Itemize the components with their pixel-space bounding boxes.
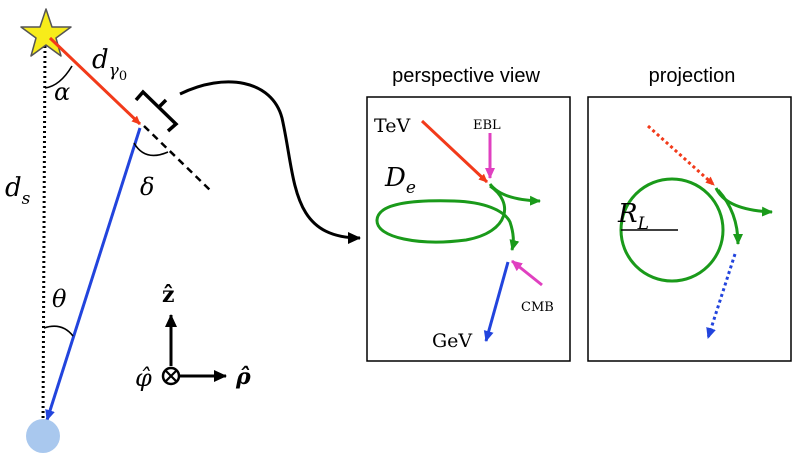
tev-ray-arrow <box>48 36 142 126</box>
label-alpha: α <box>54 78 70 106</box>
perspective-gev-ray <box>483 261 510 342</box>
label-gev: GeV <box>432 330 472 352</box>
label-cmb: CMB <box>521 300 554 315</box>
label-ebl: EBL <box>473 118 501 133</box>
distance-bracket <box>134 89 179 133</box>
projection-tev-ray-dotted <box>647 124 715 187</box>
observer-circle <box>26 419 60 453</box>
theta-angle-arc <box>43 325 74 337</box>
delta-angle-arc <box>133 142 169 157</box>
label-phi-hat: φ̂ <box>135 364 152 392</box>
label-d-s: ds <box>5 173 31 209</box>
label-r-l: RL <box>617 199 649 234</box>
label-theta: θ <box>52 285 67 313</box>
perspective-title: perspective view <box>392 65 540 87</box>
projection-gev-ray-dotted <box>706 253 737 339</box>
dashed-extension <box>143 125 213 193</box>
perspective-panel <box>366 96 571 362</box>
perspective-cascade-loop <box>375 184 520 251</box>
perspective-tev-ray <box>420 119 489 184</box>
label-delta: δ <box>140 173 154 201</box>
phi-cross-b <box>164 369 178 383</box>
label-d-e: De <box>384 163 416 198</box>
perspective-cmb-arrow <box>511 259 543 287</box>
line-of-sight <box>41 35 47 426</box>
label-d-gamma0: dγ0 <box>92 45 127 84</box>
zoom-connector-arrow <box>179 80 361 244</box>
label-tev: TeV <box>374 115 410 137</box>
gev-ray-arrow <box>45 127 142 421</box>
projection-title: projection <box>649 65 736 87</box>
label-z-hat: ẑ <box>162 282 175 308</box>
label-rho-hat: ρ̂ <box>235 364 251 390</box>
source-star-icon <box>20 8 72 57</box>
alpha-angle-arc <box>44 65 73 89</box>
projection-cascade-branch-down <box>716 188 743 245</box>
projection-panel <box>587 96 792 362</box>
